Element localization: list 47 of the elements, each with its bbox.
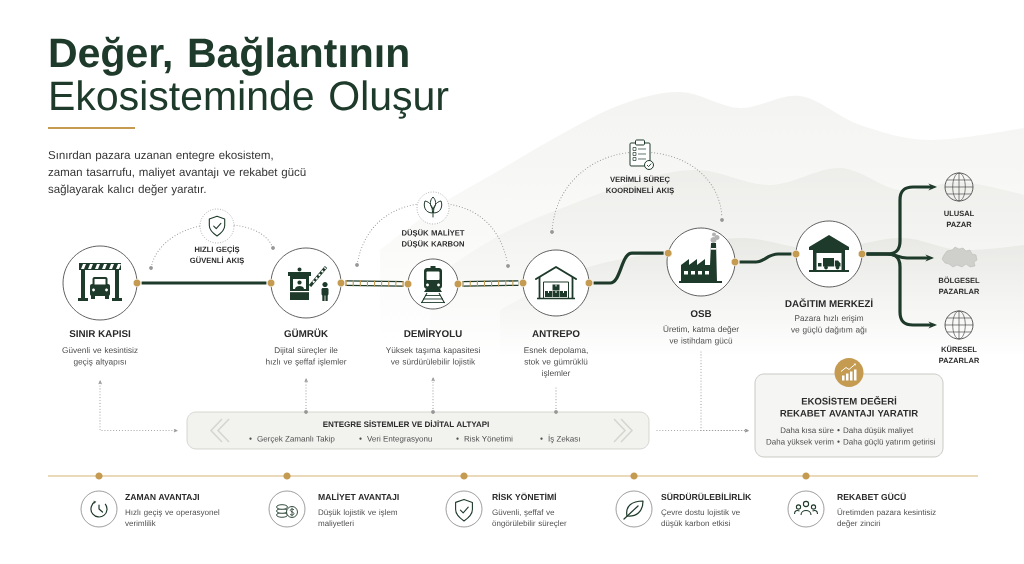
dotted-arrow: [304, 378, 308, 409]
station-title: GÜMRÜK: [284, 328, 328, 338]
feature-description: Güvenli, şeffaf ve öngörülebilir süreçler: [492, 509, 567, 528]
list-item: Gerçek Zamanlı Takip: [257, 435, 335, 444]
station-description: Pazara hızlı erişim ve güçlü dağıtım ağı: [791, 315, 867, 335]
list-item: Risk Yönetimi: [464, 435, 513, 442]
station-description: Esnek depolama, stok ve gümrüklü işlemler: [524, 347, 588, 378]
connector-line: [739, 252, 792, 264]
list-item: Veri Entegrasyonu: [367, 435, 432, 444]
dotted-line: [555, 386, 557, 409]
panel-heading: ENTEGRE SİSTEMLER VE DİJİTAL ALTYAPI: [323, 420, 489, 428]
dotted-arc: [551, 151, 723, 229]
title: Değer, Bağlantının Ekosisteminde Oluşur: [50, 36, 449, 119]
dotted-arrow: [98, 380, 178, 433]
feature-title: ZAMAN AVANTAJI: [125, 494, 199, 501]
station-title: DEMİRYOLU: [404, 328, 462, 338]
list-item: Daha yüksek verim: [766, 438, 834, 447]
list-item: İş Zekası: [548, 434, 580, 444]
feature-title: REKABET GÜCÜ: [837, 492, 906, 501]
rail-track: [462, 280, 519, 287]
rail-track: [345, 280, 404, 287]
station-title: OSB: [690, 310, 712, 318]
feature-description: Düşük lojistik ve işlem maliyetleri: [318, 509, 398, 528]
feature-title: RİSK YÖNETİMİ: [492, 492, 556, 501]
station-description: Güvenli ve kesintisiz geçiş altyapısı: [62, 347, 138, 367]
subtitle: Sınırdan pazara uzanan entegre ekosistem, zaman tasarrufu, maliyet avantajı ve rekabet gücü sağlayarak kalıcı değer yaratır.: [48, 150, 306, 196]
dotted-arrow: [431, 377, 435, 409]
list-item: Daha güçlü yatırım getirisi: [843, 438, 935, 447]
station-description: Üretim, katma değer ve istihdam gücü: [663, 325, 739, 346]
feature-description: Hızlı geçiş ve operasyonel verimlilik: [125, 509, 220, 527]
list-item: Daha düşük maliyet: [843, 427, 914, 435]
dotted-arrow: [700, 351, 749, 433]
info-panel: [186, 410, 650, 450]
list-item: Daha kısa süre: [780, 427, 834, 434]
station-description: Yüksek taşıma kapasitesi ve sürdürülebilir lojistik: [385, 347, 480, 367]
station-description: Dijital süreçler ile hızlı ve şeffaf işlemler: [266, 347, 347, 367]
feature-title: MALİYET AVANTAJI: [318, 492, 399, 501]
feature-description: Çevre dostu lojistik ve düşük karbon etkisi: [661, 509, 740, 528]
station-title: SINIR KAPISI: [69, 330, 131, 338]
station-title: ANTREPO: [532, 330, 580, 338]
station-title: DAĞITIM MERKEZİ: [785, 298, 873, 308]
connector-line: [593, 251, 664, 285]
connector-line: [141, 281, 267, 285]
panel-heading: EKOSİSTEM DEĞERİ REKABET AVANTAJI YARATIR: [780, 396, 918, 417]
feature-title: SÜRDÜRÜLEBİLİRLİK: [661, 492, 752, 501]
dotted-arc: [357, 202, 508, 263]
feature-description: Üretimden pazara kesintisiz değer zinciri: [837, 508, 936, 528]
